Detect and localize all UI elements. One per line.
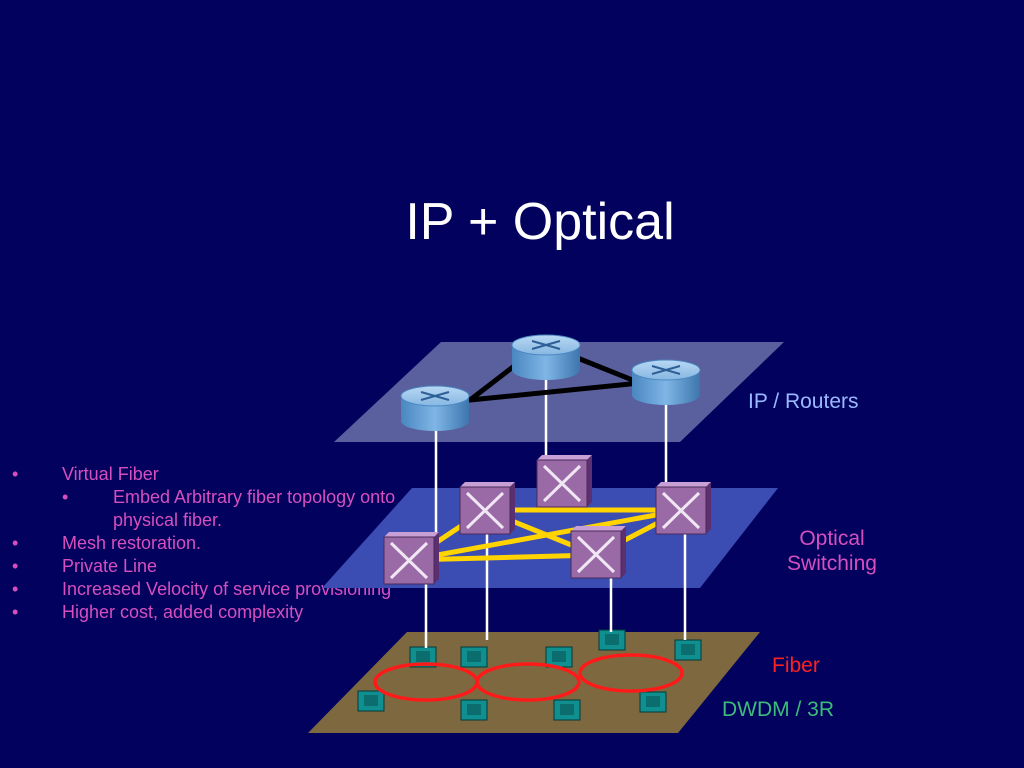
bullet-list: • Virtual Fiber • Embed Arbitrary fiber … <box>12 463 412 624</box>
bullet-item: • Mesh restoration. <box>12 532 412 555</box>
optical-switch-icon <box>570 526 626 579</box>
bullet-text: Virtual Fiber <box>62 464 159 484</box>
bullet-item: • Private Line <box>12 555 412 578</box>
dwdm-node-icon <box>674 639 702 661</box>
dwdm-node-icon <box>409 646 437 668</box>
bullet-item: • Virtual Fiber <box>12 463 412 486</box>
optical-label-line: Switching <box>787 552 877 575</box>
dwdm-nodes <box>357 629 702 721</box>
bullet-item: • Higher cost, added complexity <box>12 601 412 624</box>
fiber-ring <box>475 662 581 702</box>
router-icon <box>511 334 581 380</box>
bullet-text: Embed Arbitrary fiber topology onto phys… <box>113 487 396 530</box>
dwdm-node-icon <box>460 646 488 668</box>
optical-switch-icon <box>383 532 439 585</box>
bullet-text: Higher cost, added complexity <box>62 602 304 622</box>
bullet-item: • Increased Velocity of service provisio… <box>12 578 412 601</box>
fiber-rings <box>373 653 684 702</box>
dwdm-node-icon <box>598 629 626 651</box>
ip-routers-label: IP / Routers <box>748 390 859 413</box>
optical-switching-label: Optical Switching <box>770 526 894 576</box>
bullet-marker: • <box>62 487 69 507</box>
optical-switches <box>383 455 711 585</box>
optical-label-line: Optical <box>799 527 865 550</box>
slide-title: IP + Optical <box>405 193 675 251</box>
dwdm-node-icon <box>545 646 573 668</box>
optical-switch-icon <box>459 482 515 535</box>
router-icon <box>400 385 470 431</box>
router-icon <box>631 359 701 405</box>
dwdm-node-icon <box>460 699 488 721</box>
fiber-label: Fiber <box>772 654 820 677</box>
optical-switch-icon <box>655 482 711 535</box>
dwdm-node-icon <box>553 699 581 721</box>
optical-switch-icon <box>536 455 592 508</box>
dwdm-node-icon <box>357 690 385 712</box>
bullet-text: Private Line <box>62 556 158 576</box>
routers <box>400 334 701 431</box>
bullet-marker: • <box>12 579 19 599</box>
dwdm-label: DWDM / 3R <box>722 698 834 721</box>
bullet-marker: • <box>12 556 19 576</box>
bullet-marker: • <box>12 602 19 622</box>
bullet-text: Increased Velocity of service provisioni… <box>62 579 392 599</box>
bullet-marker: • <box>12 533 19 553</box>
dwdm-node-icon <box>639 691 667 713</box>
bullet-item: • Embed Arbitrary fiber topology onto ph… <box>12 486 412 532</box>
fiber-ring <box>578 653 684 693</box>
bullet-marker: • <box>12 464 19 484</box>
bullet-text: Mesh restoration. <box>62 533 202 553</box>
